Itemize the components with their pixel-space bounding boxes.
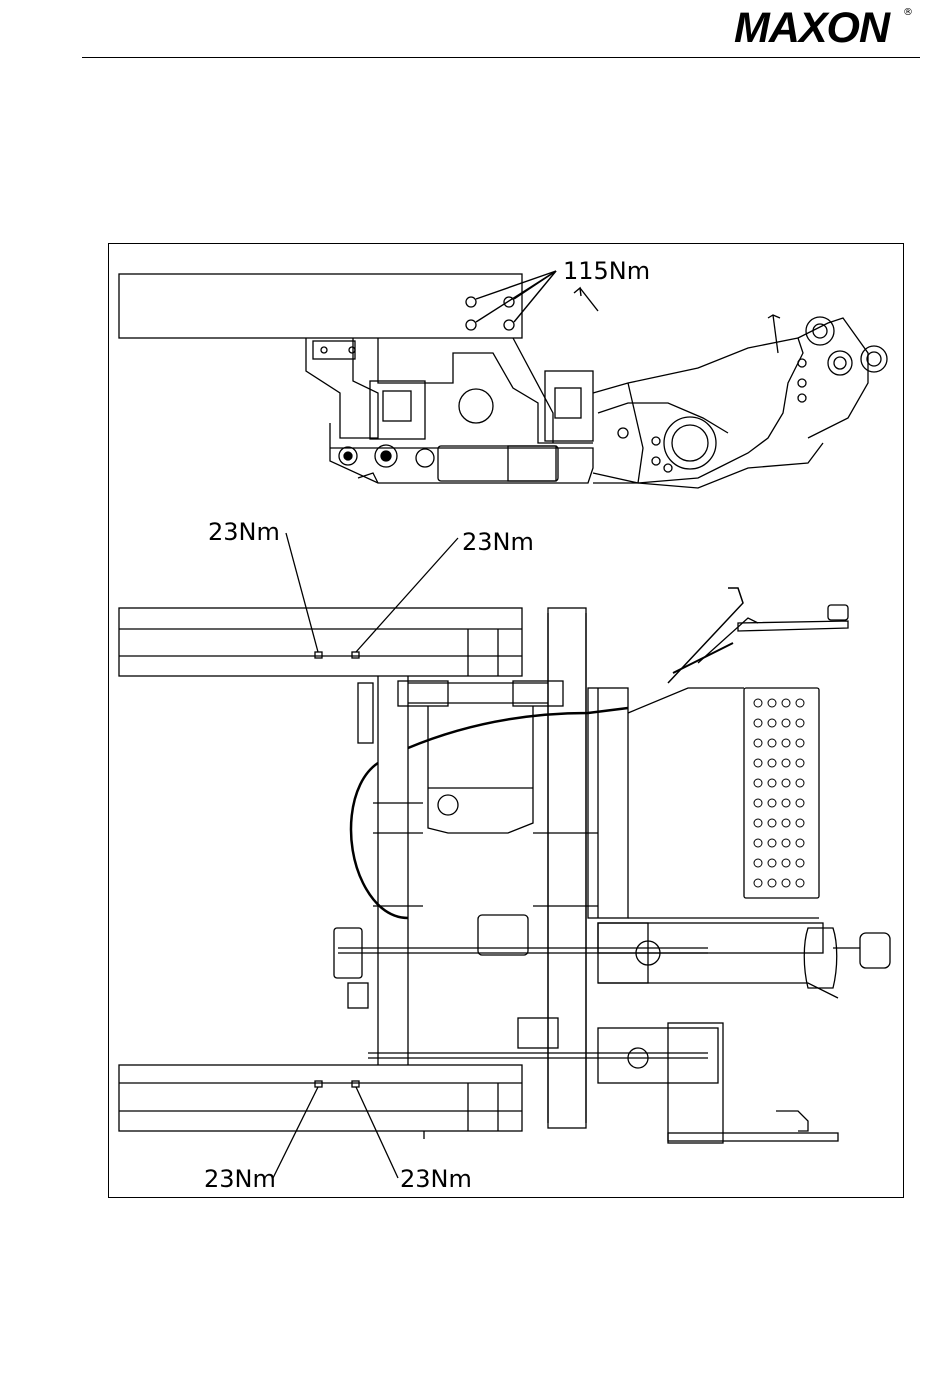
torque-label-23nm-bottom-left: 23Nm (204, 1165, 276, 1193)
brand-logo-text: MAXON (734, 4, 889, 52)
brand-logo: MAXON (734, 4, 914, 54)
torque-label-115nm: 115Nm (563, 257, 650, 285)
torque-label-23nm-mid-right: 23Nm (462, 528, 534, 556)
registered-mark: ® (903, 7, 913, 18)
bolt-head (315, 1081, 322, 1087)
tread-plate (744, 688, 819, 898)
bolt-head (315, 652, 322, 658)
header-rule (82, 57, 920, 58)
frame-beam-lower (119, 1065, 522, 1131)
plan-view-assembly (119, 533, 890, 1178)
bolt-head (352, 1081, 359, 1087)
torque-label-23nm-bottom-right: 23Nm (400, 1165, 472, 1193)
frame-beam-top (119, 274, 522, 338)
torque-diagram: 115Nm (108, 243, 904, 1198)
frame-beam-upper (119, 608, 522, 676)
bolt-head (352, 652, 359, 658)
torque-label-23nm-mid-left: 23Nm (208, 518, 280, 546)
side-view-assembly (119, 271, 887, 488)
